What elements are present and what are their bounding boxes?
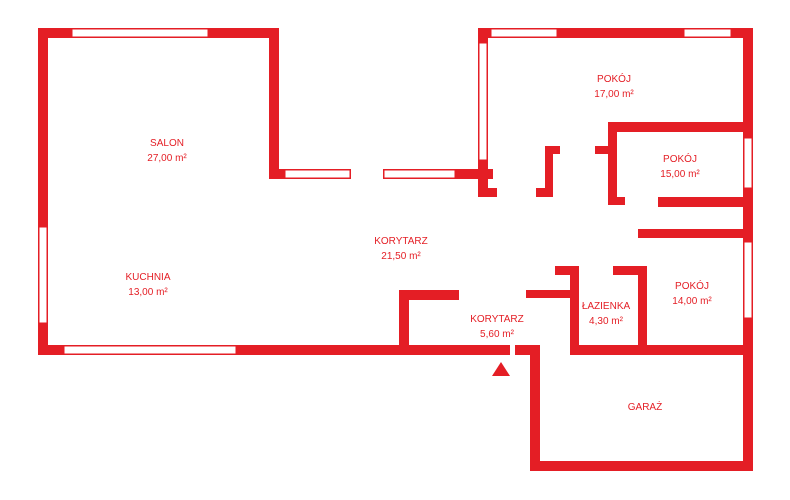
window-pokoj-mid-east <box>743 137 753 189</box>
pokoj-mid-bottom-wall <box>658 197 753 207</box>
pokoj-mid-west-wall <box>608 122 617 204</box>
room-name-garaz: GARAŻ <box>628 400 662 413</box>
windows <box>38 28 753 355</box>
lazienka-top-stub <box>555 266 579 275</box>
pokoj-mid-door-jamb <box>608 197 625 205</box>
room-area-pokoj-top: 17,00 m² <box>594 89 634 100</box>
room-area-korytarz-small: 5,60 m² <box>480 329 515 340</box>
window-salon-north <box>71 28 209 38</box>
pokoj-low-door-jamb <box>613 266 647 275</box>
room-name-kuchnia: KUCHNIA <box>125 272 170 283</box>
room-name-pokoj-low: POKÓJ <box>675 279 709 292</box>
window-pokoj-top-north-left <box>490 28 558 38</box>
salon-east-wall <box>269 28 279 179</box>
north-wall-east <box>478 28 753 38</box>
entrance-arrow-icon <box>492 362 510 376</box>
room-name-salon: SALON <box>150 138 184 149</box>
pokoj-low-west-wall <box>638 266 647 354</box>
south-wall-west <box>38 345 510 355</box>
window-kuchnia-south <box>63 345 237 355</box>
door-stub-foot <box>536 188 553 197</box>
room-labels: SALON 27,00 m² KUCHNIA 13,00 m² KORYTARZ… <box>125 72 712 413</box>
room-name-pokoj-mid: POKÓJ <box>663 152 697 165</box>
garage-top-wall <box>570 345 753 355</box>
lazienka-partition <box>526 290 579 298</box>
window-pokoj-top-west <box>478 42 488 161</box>
lazienka-west-wall <box>570 266 579 354</box>
door-stub-vertical <box>545 146 553 197</box>
garage-south-wall <box>530 461 753 471</box>
window-salon-east <box>284 169 351 179</box>
room-name-korytarz-small: KORYTARZ <box>470 314 524 325</box>
pokoj-mid-door-stub <box>595 146 612 154</box>
room-area-kuchnia: 13,00 m² <box>128 287 168 298</box>
room-area-lazienka: 4,30 m² <box>589 316 624 327</box>
room-name-lazienka: ŁAZIENKA <box>582 301 631 312</box>
door-jamb-west <box>478 168 488 196</box>
window-corridor <box>383 169 456 179</box>
vestibule-top-wall <box>399 290 459 300</box>
pokoj-low-top-wall <box>638 229 753 238</box>
room-name-pokoj-top: POKÓJ <box>597 72 631 85</box>
window-pokoj-low-east <box>743 241 753 319</box>
room-name-korytarz-main: KORYTARZ <box>374 236 428 247</box>
room-area-korytarz-main: 21,50 m² <box>381 251 421 262</box>
room-area-pokoj-low: 14,00 m² <box>672 296 712 307</box>
room-area-pokoj-mid: 15,00 m² <box>660 169 700 180</box>
door-jamb-foot <box>478 188 497 197</box>
west-wall <box>38 28 48 355</box>
garage-door-jamb <box>515 345 540 355</box>
room-area-salon: 27,00 m² <box>147 153 187 164</box>
vestibule-west-wall <box>399 290 409 350</box>
pokoj-mid-top-wall <box>608 122 753 132</box>
window-pokoj-top-north-right <box>683 28 732 38</box>
window-kuchnia-west <box>38 226 48 324</box>
garage-west-wall <box>530 345 540 471</box>
